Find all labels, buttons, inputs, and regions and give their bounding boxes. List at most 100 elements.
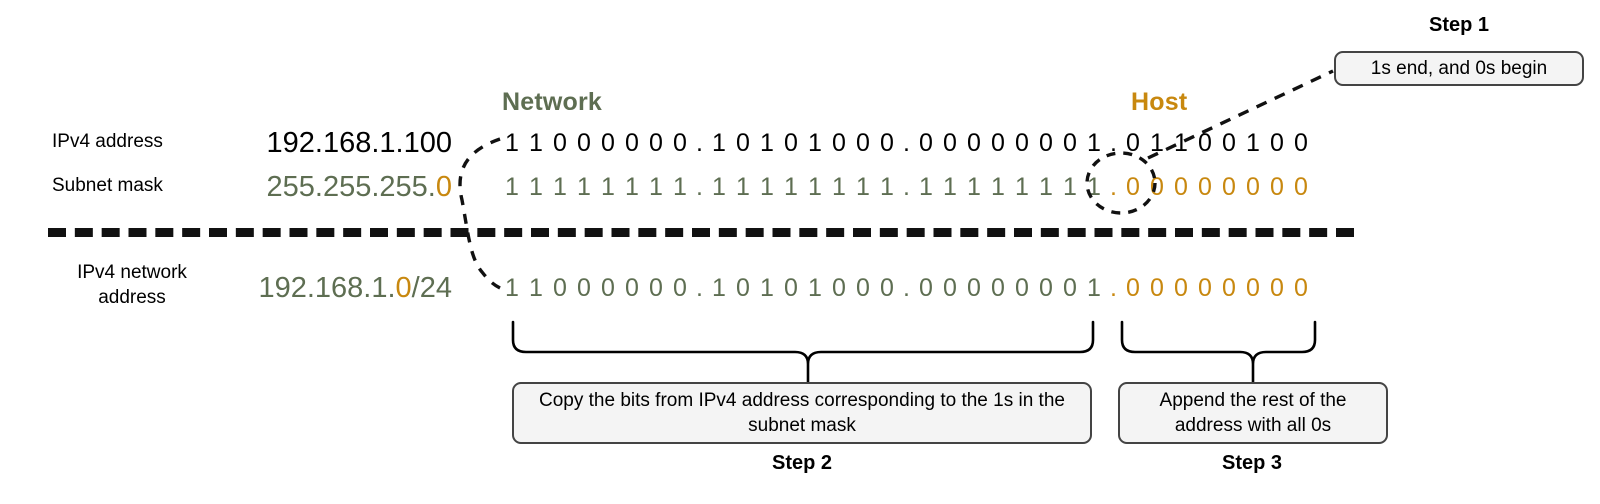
subnet-mask-row-label: Subnet mask	[52, 175, 163, 196]
binary-bit: 0	[649, 129, 663, 157]
host-bits-brace	[1120, 320, 1317, 365]
binary-bit: 1	[1063, 173, 1077, 201]
binary-octet-separator: .	[1110, 173, 1117, 201]
subnet-mask-decimal-host-part: 0	[435, 171, 452, 203]
binary-bit: 1	[880, 173, 894, 201]
network-address-label-line2: address	[98, 287, 166, 308]
binary-bit: 0	[832, 274, 846, 302]
binary-octet-separator: .	[903, 173, 910, 201]
binary-bit: 1	[601, 173, 615, 201]
binary-bit: 0	[673, 129, 687, 157]
network-address-decimal-network-part: 192.168.1.	[258, 272, 396, 304]
network-address-decimal-host-part: 0	[395, 272, 412, 304]
binary-bit: 1	[832, 173, 846, 201]
binary-bit: 0	[1174, 173, 1188, 201]
binary-bit: 1	[808, 274, 822, 302]
step1-label: Step 1	[1428, 14, 1490, 36]
binary-bit: 0	[784, 129, 798, 157]
binary-bit: 1	[760, 129, 774, 157]
subnet-mask-decimal-value: 255.255.255.0	[190, 171, 452, 204]
step2-label: Step 2	[771, 452, 833, 474]
binary-bit: 0	[1174, 274, 1188, 302]
binary-bit: 0	[1063, 274, 1077, 302]
step3-label: Step 3	[1221, 452, 1283, 474]
binary-bit: 1	[577, 173, 591, 201]
ipv4-address-row-label: IPv4 address	[52, 131, 163, 152]
subnet-mask-decimal-network-part: 255.255.255.	[266, 171, 436, 203]
binary-bit: 0	[991, 274, 1005, 302]
binary-bit: 0	[553, 129, 567, 157]
result-leader-curve	[458, 137, 501, 290]
binary-bit: 0	[1294, 173, 1308, 201]
binary-bit: 0	[1294, 129, 1308, 157]
binary-bit: 1	[625, 173, 639, 201]
binary-bit: 1	[1087, 274, 1101, 302]
binary-bit: 0	[784, 274, 798, 302]
binary-bit: 1	[736, 173, 750, 201]
binary-bit: 1	[1174, 129, 1188, 157]
binary-bit: 0	[601, 129, 615, 157]
binary-bit: 0	[1222, 274, 1236, 302]
binary-bit: 1	[505, 129, 519, 157]
binary-bit: 0	[577, 274, 591, 302]
binary-bit: 0	[736, 274, 750, 302]
binary-bit: 1	[760, 274, 774, 302]
binary-bit: 1	[991, 173, 1005, 201]
network-column-header: Network	[502, 88, 603, 116]
binary-bit: 0	[1198, 173, 1212, 201]
binary-bit: 0	[1150, 173, 1164, 201]
binary-bit: 1	[1015, 173, 1029, 201]
binary-bit: 1	[529, 274, 543, 302]
binary-bit: 1	[1150, 129, 1164, 157]
binary-bit: 0	[832, 129, 846, 157]
binary-bit: 0	[967, 274, 981, 302]
network-address-label-line1: IPv4 network	[77, 262, 187, 283]
network-address-row-label: IPv4 network address	[52, 260, 212, 310]
binary-bit: 1	[808, 173, 822, 201]
step1-callout: 1s end, and 0s begin	[1334, 51, 1584, 86]
binary-bit: 0	[1126, 129, 1140, 157]
binary-octet-separator: .	[696, 274, 703, 302]
binary-bit: 0	[1294, 274, 1308, 302]
binary-octet-separator: .	[1110, 129, 1117, 157]
binary-bit: 1	[529, 129, 543, 157]
binary-bit: 0	[919, 274, 933, 302]
binary-octet-separator: .	[696, 173, 703, 201]
binary-bit: 0	[1150, 274, 1164, 302]
binary-octet-separator: .	[696, 129, 703, 157]
binary-bit: 0	[553, 274, 567, 302]
binary-bit: 1	[760, 173, 774, 201]
host-column-header: Host	[1131, 88, 1188, 116]
dashed-horizontal-divider	[48, 228, 1354, 237]
binary-bit: 0	[1246, 274, 1260, 302]
binary-bit: 1	[784, 173, 798, 201]
binary-bit: 0	[673, 274, 687, 302]
binary-bit: 0	[625, 129, 639, 157]
binary-bit: 1	[712, 129, 726, 157]
binary-bit: 1	[673, 173, 687, 201]
binary-bit: 0	[649, 274, 663, 302]
binary-bit: 0	[1039, 274, 1053, 302]
binary-bit: 0	[880, 274, 894, 302]
binary-octet-separator: .	[903, 274, 910, 302]
binary-bit: 0	[880, 129, 894, 157]
binary-bit: 0	[856, 274, 870, 302]
network-address-decimal-prefix: /24	[411, 272, 452, 304]
binary-bit: 1	[856, 173, 870, 201]
binary-bit: 0	[967, 129, 981, 157]
binary-bit: 1	[1039, 173, 1053, 201]
binary-bit: 1	[553, 173, 567, 201]
